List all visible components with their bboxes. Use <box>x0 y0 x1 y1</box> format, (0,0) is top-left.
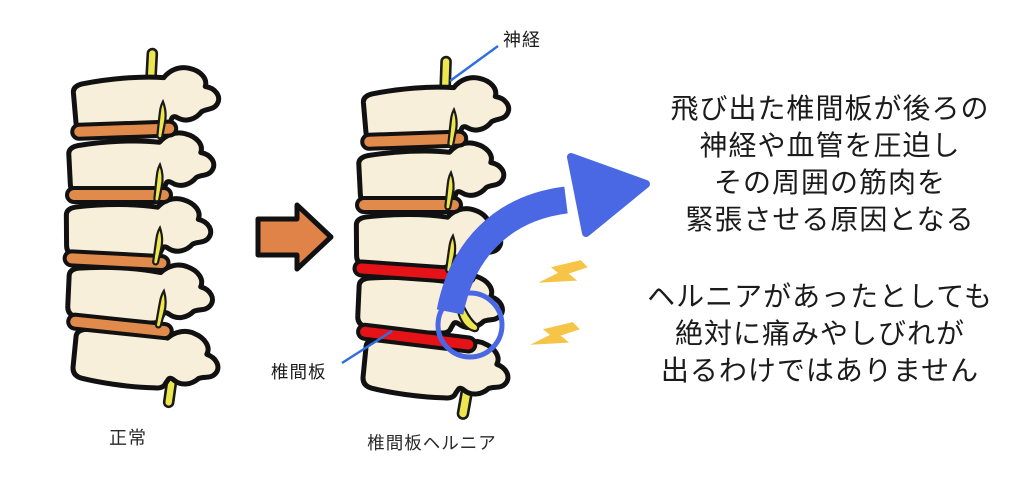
pointer-line-nerve <box>449 45 499 82</box>
disc-normal <box>70 119 179 141</box>
lightning-icon <box>528 310 582 364</box>
curved-arrow-head-icon <box>567 153 650 237</box>
disc-normal <box>66 312 174 341</box>
disc-normal <box>360 129 469 151</box>
herniated-spine <box>352 55 512 420</box>
explanation-line: 出るわけではありません <box>660 354 980 387</box>
explanation-line: 神経や血管を圧迫し <box>699 129 961 162</box>
explanation-line: 飛び出た椎間板が後ろの <box>670 92 990 125</box>
nerve-label: 神経 <box>503 30 541 51</box>
lightning-icon <box>536 248 590 302</box>
explanation-block-2: ヘルニアがあったとしても 絶対に痛みやしびれが 出るわけではありません <box>620 278 1020 389</box>
normal-spine <box>62 47 222 409</box>
explanation-line: 緊張させる原因となる <box>685 203 975 236</box>
explanation-line: 絶対に痛みやしびれが <box>674 317 965 350</box>
right-arrow-icon <box>255 202 334 272</box>
explanation-block-1: 飛び出た椎間板が後ろの 神経や血管を圧迫し その周囲の筋肉を 緊張させる原因とな… <box>630 90 1024 238</box>
disc-normal <box>65 186 173 204</box>
normal-spine-caption: 正常 <box>109 428 147 449</box>
highlight-circle <box>435 290 505 360</box>
hernia-spine-caption: 椎間板ヘルニア <box>367 434 497 454</box>
disc-label: 椎間板 <box>271 363 327 383</box>
curved-arrow-icon <box>436 186 569 315</box>
explanation-line: その周囲の筋肉を <box>713 166 946 199</box>
pointer-line-disc <box>341 329 393 365</box>
disc-normal <box>355 196 463 214</box>
explanation-line: ヘルニアがあったとしても <box>647 280 993 313</box>
disc-normal <box>62 249 171 273</box>
